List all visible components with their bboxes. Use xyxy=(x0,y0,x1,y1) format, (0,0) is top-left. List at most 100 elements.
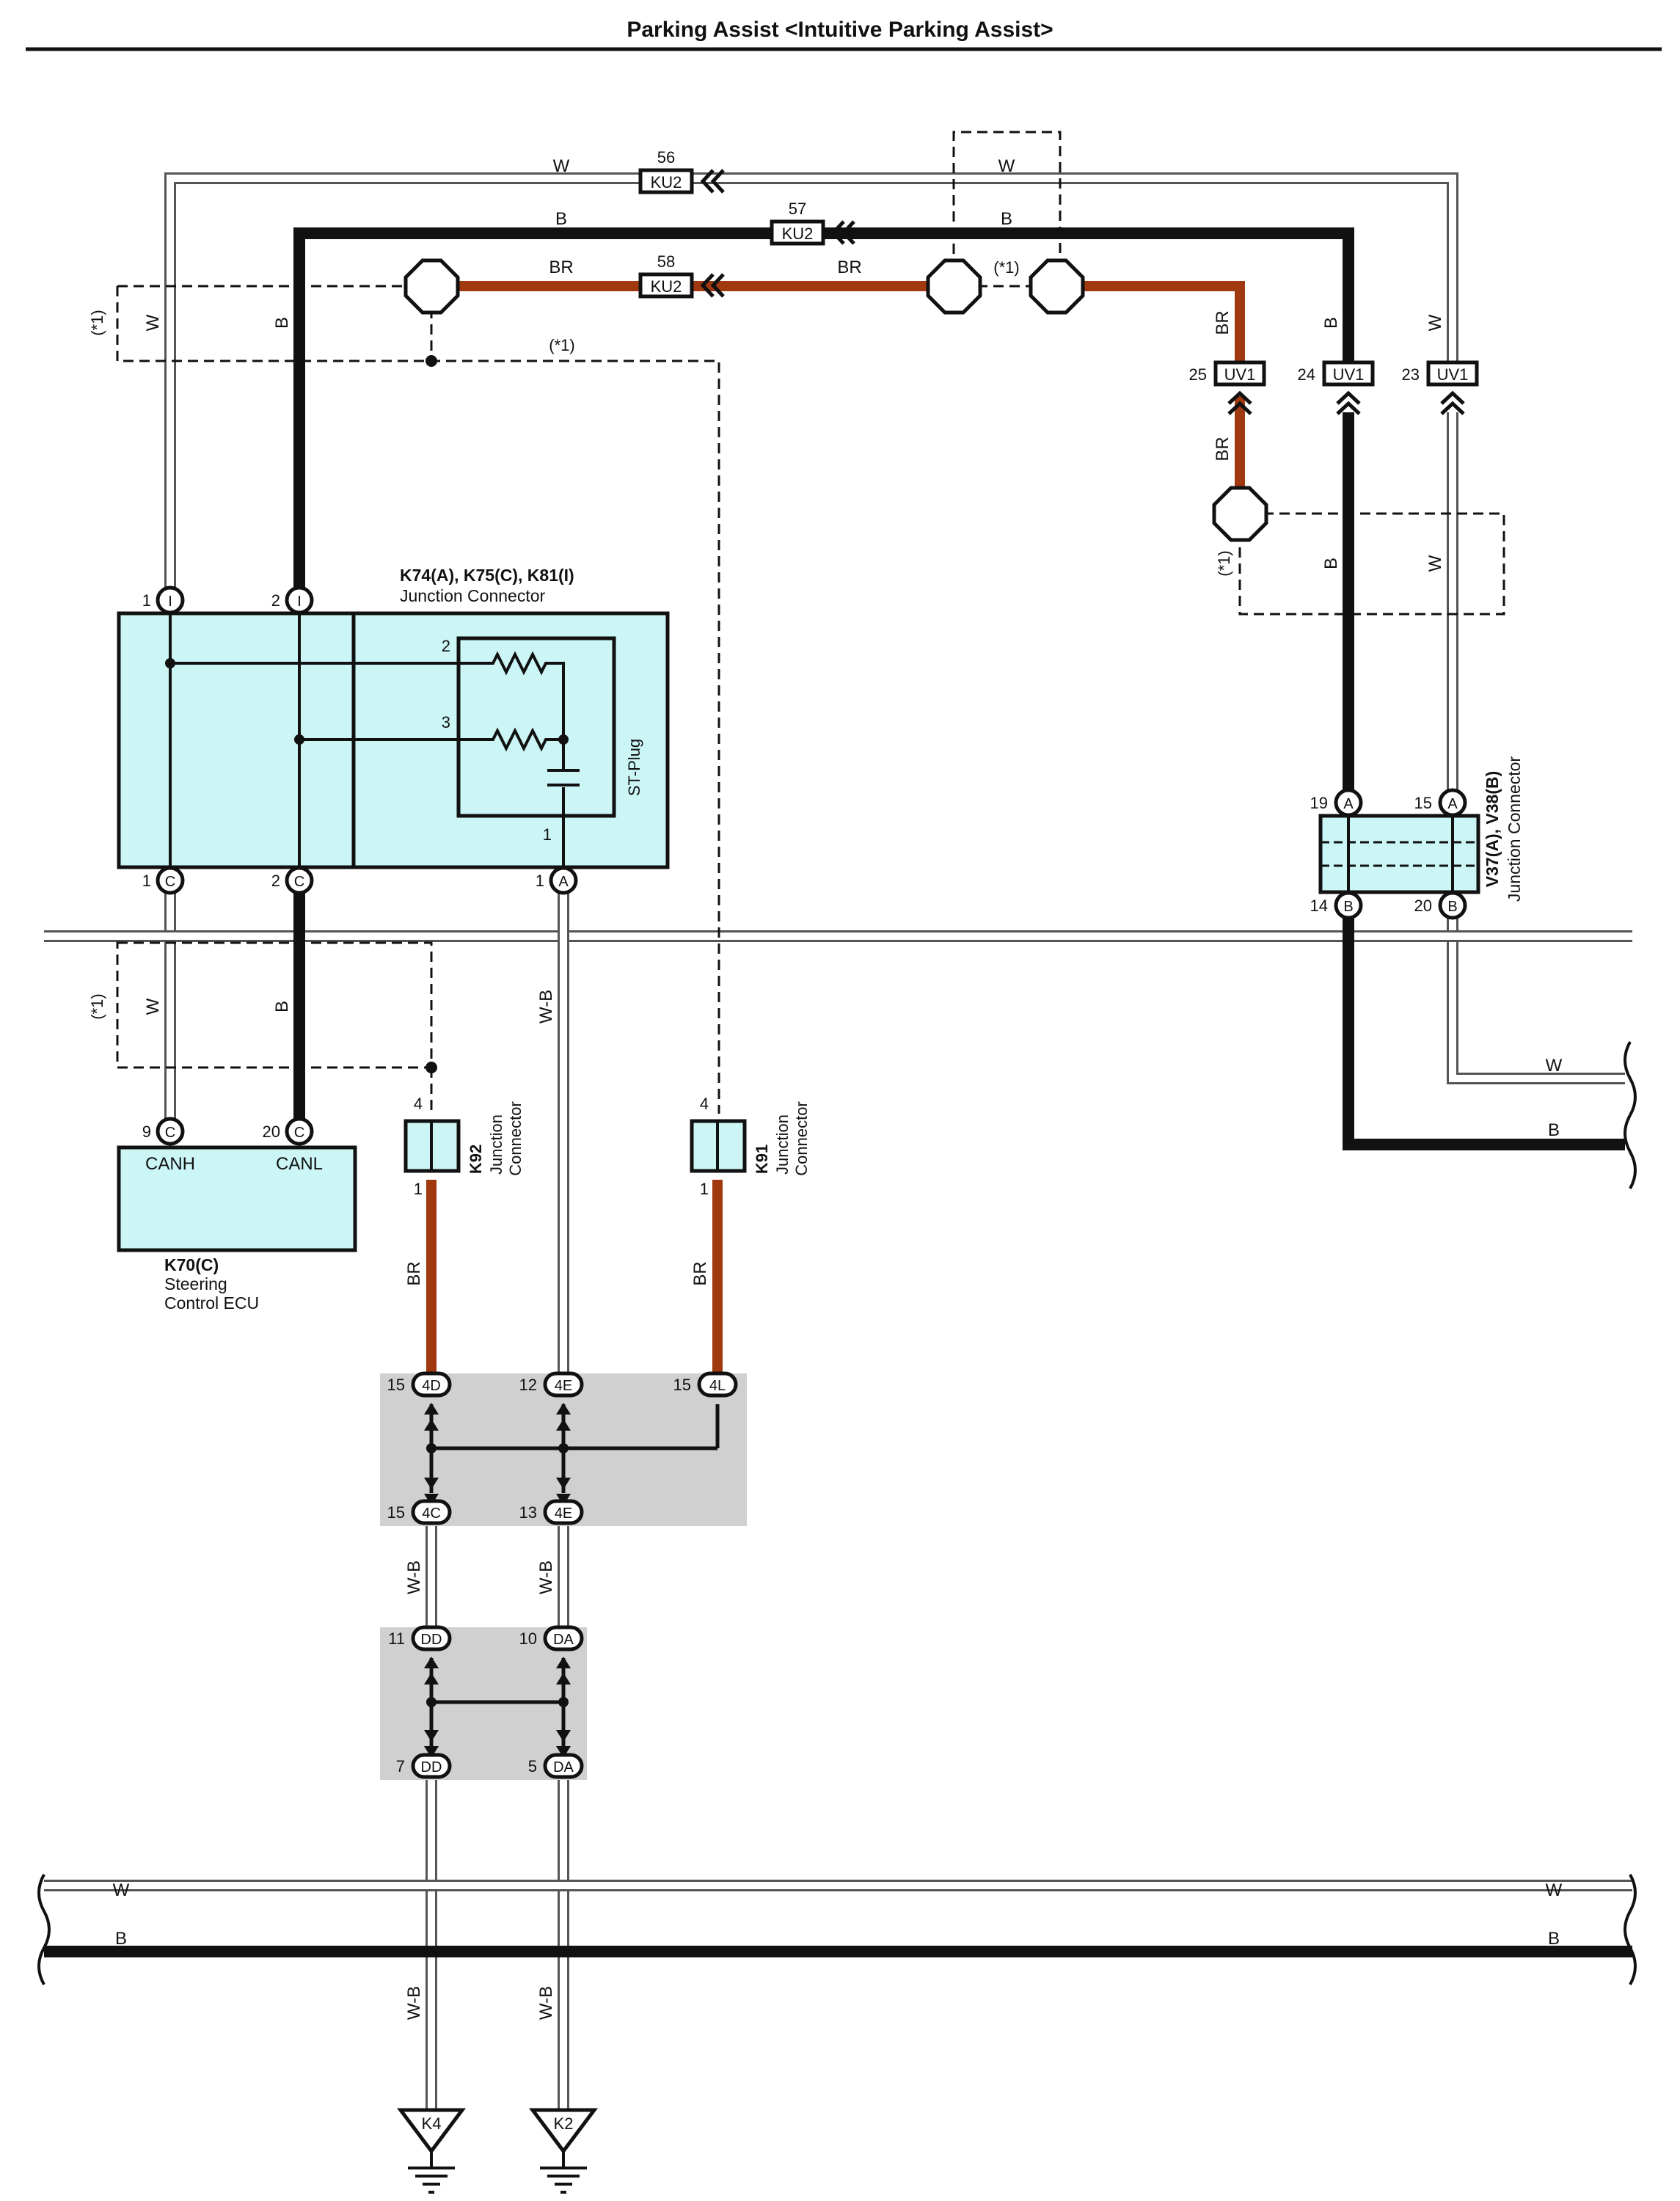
svg-text:9: 9 xyxy=(142,1123,151,1141)
svg-text:23: 23 xyxy=(1402,365,1420,384)
svg-text:B: B xyxy=(1321,317,1341,329)
svg-text:KU2: KU2 xyxy=(782,225,814,243)
svg-text:A: A xyxy=(1447,796,1458,812)
svg-text:4C: 4C xyxy=(422,1505,441,1522)
svg-text:B: B xyxy=(555,209,567,229)
svg-text:W: W xyxy=(113,1880,130,1900)
svg-text:CANL: CANL xyxy=(276,1154,323,1174)
svg-text:B: B xyxy=(272,1001,292,1012)
svg-text:KU2: KU2 xyxy=(651,173,682,191)
svg-text:W: W xyxy=(143,314,163,331)
svg-text:B: B xyxy=(1548,1929,1560,1949)
svg-text:W-B: W-B xyxy=(536,1561,556,1594)
svg-text:Junction: Junction xyxy=(773,1114,792,1175)
svg-text:4: 4 xyxy=(700,1095,709,1113)
svg-text:A: A xyxy=(558,874,569,890)
svg-text:1: 1 xyxy=(700,1180,709,1198)
inline-connector-block-2: DD 11 DA 10 DD 7 DA 5 xyxy=(380,1625,587,1780)
junction-connector-k91: 4 1 K91 Junction Connector xyxy=(690,1095,811,1198)
svg-text:B: B xyxy=(115,1929,127,1949)
junction-connector-k74: 2 3 1 ST-Plug K74(A), K75(C), K81(I) Jun… xyxy=(117,566,670,895)
svg-text:24: 24 xyxy=(1298,365,1315,384)
svg-text:12: 12 xyxy=(519,1376,537,1394)
uv1-connectors: UV1 25 UV1 24 UV1 23 xyxy=(1189,360,1479,415)
shield-octagons xyxy=(403,258,1268,542)
svg-text:BR: BR xyxy=(549,258,573,277)
svg-text:UV1: UV1 xyxy=(1224,365,1256,384)
svg-text:B: B xyxy=(1001,209,1012,229)
svg-text:1: 1 xyxy=(536,872,544,890)
svg-text:(*1): (*1) xyxy=(88,310,106,335)
svg-text:4E: 4E xyxy=(555,1378,572,1394)
svg-text:56: 56 xyxy=(657,148,675,167)
svg-text:15: 15 xyxy=(1414,794,1432,812)
svg-text:CANH: CANH xyxy=(145,1154,195,1174)
wire-labels: W W B B BR BR W B BR B W BR B W W B W-B … xyxy=(88,156,1563,2020)
svg-text:15: 15 xyxy=(387,1503,405,1522)
svg-text:DD: DD xyxy=(421,1759,442,1775)
svg-text:W-B: W-B xyxy=(404,1986,424,2020)
svg-text:C: C xyxy=(294,1125,304,1141)
svg-text:19: 19 xyxy=(1310,794,1328,812)
svg-text:W-B: W-B xyxy=(536,1986,556,2020)
splice-dot xyxy=(426,1062,437,1073)
svg-text:K91: K91 xyxy=(753,1145,771,1174)
svg-text:11: 11 xyxy=(388,1629,405,1648)
splice-dot xyxy=(426,355,437,367)
svg-text:13: 13 xyxy=(519,1503,537,1522)
svg-text:B: B xyxy=(1343,899,1353,915)
svg-text:KU2: KU2 xyxy=(651,277,682,296)
svg-text:DD: DD xyxy=(421,1632,442,1648)
st-plug-label: ST-Plug xyxy=(625,739,643,796)
svg-text:K4: K4 xyxy=(422,2114,442,2133)
svg-text:K92: K92 xyxy=(467,1145,485,1174)
svg-text:4L: 4L xyxy=(709,1378,726,1394)
jc-k74-desc: Junction Connector xyxy=(400,586,546,605)
svg-text:K2: K2 xyxy=(554,2114,574,2133)
svg-text:C: C xyxy=(165,1125,175,1141)
svg-text:Junction Connector: Junction Connector xyxy=(1505,756,1524,902)
svg-text:(*1): (*1) xyxy=(88,993,106,1019)
ground-k2: K2 xyxy=(529,2108,598,2194)
svg-text:BR: BR xyxy=(404,1261,424,1285)
svg-text:Connector: Connector xyxy=(506,1101,525,1176)
svg-text:57: 57 xyxy=(789,200,806,218)
svg-text:W: W xyxy=(1425,555,1445,572)
svg-text:Control ECU: Control ECU xyxy=(164,1293,259,1313)
svg-text:W: W xyxy=(998,156,1015,176)
ku2-connectors: KU2 56 KU2 57 KU2 58 xyxy=(638,148,855,299)
svg-text:W: W xyxy=(1425,314,1445,331)
svg-text:B: B xyxy=(1447,899,1457,915)
svg-text:58: 58 xyxy=(657,252,675,271)
svg-text:(*1): (*1) xyxy=(1215,550,1233,576)
wire-break-marks xyxy=(37,1041,1637,1985)
svg-text:BR: BR xyxy=(837,258,861,277)
inner-pin-3: 3 xyxy=(442,713,450,731)
svg-text:4E: 4E xyxy=(555,1505,572,1522)
svg-text:B: B xyxy=(1548,1120,1560,1140)
svg-text:V37(A), V38(B): V37(A), V38(B) xyxy=(1483,771,1502,887)
svg-text:4D: 4D xyxy=(422,1378,441,1394)
svg-text:25: 25 xyxy=(1189,365,1207,384)
inline-connector-block-1: 4D 15 4E 12 4L 15 4C 15 4E 13 xyxy=(380,1371,747,1526)
svg-text:2: 2 xyxy=(271,872,280,890)
black-wires xyxy=(44,227,1632,1957)
svg-text:W-B: W-B xyxy=(404,1561,424,1594)
svg-text:I: I xyxy=(297,594,302,610)
svg-text:C: C xyxy=(165,874,175,890)
svg-text:UV1: UV1 xyxy=(1333,365,1365,384)
svg-text:2: 2 xyxy=(271,591,280,610)
svg-text:1: 1 xyxy=(142,872,151,890)
svg-text:(*1): (*1) xyxy=(993,258,1019,277)
svg-text:C: C xyxy=(294,874,304,890)
page-title: Parking Assist <Intuitive Parking Assist… xyxy=(627,18,1053,42)
ground-k4: K4 xyxy=(397,2108,466,2194)
steering-control-ecu: C 9 C 20 CANH CANL K70(C) Steering Contr… xyxy=(117,1117,357,1313)
svg-text:W: W xyxy=(553,156,570,176)
svg-text:BR: BR xyxy=(1213,310,1232,335)
junction-connector-v37: A 19 A 15 B 14 B 20 V37(A), V38(B) Junct… xyxy=(1310,756,1524,920)
svg-text:B: B xyxy=(272,317,292,329)
svg-text:BR: BR xyxy=(690,1261,710,1285)
